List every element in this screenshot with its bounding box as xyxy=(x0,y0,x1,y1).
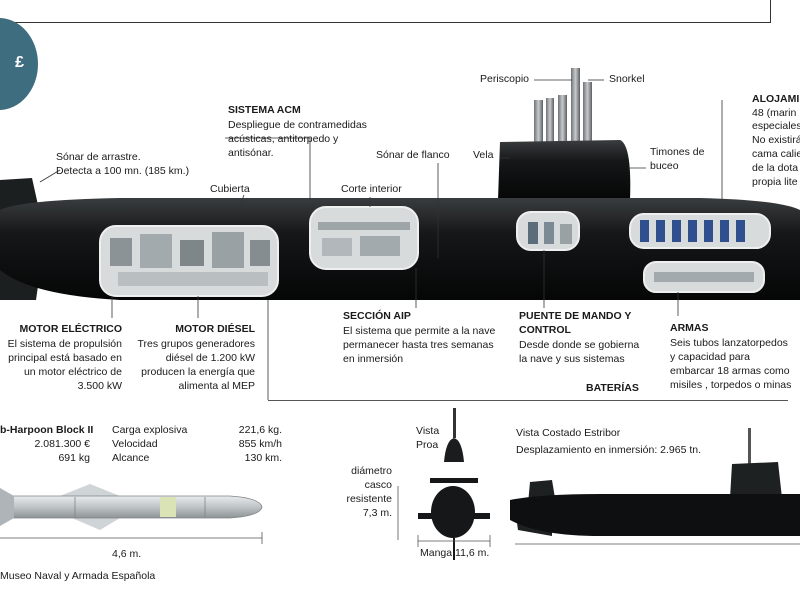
snorkel-label: Snorkel xyxy=(609,73,645,85)
puente-line-2: la nave y sus sistemas xyxy=(519,353,625,365)
missile-dimension xyxy=(0,532,263,544)
section-divider xyxy=(268,400,788,401)
motor-electrico-line-1: El sistema de propulsión xyxy=(7,338,122,350)
armas-title: ARMAS xyxy=(670,322,709,334)
compartment-engines xyxy=(99,225,279,297)
desplazamiento-label: Desplazamiento en inmersión: 2.965 tn. xyxy=(516,444,702,456)
motor-electrico-line-2: principal está basado en xyxy=(8,352,122,364)
armas-line-2: y capacidad para xyxy=(670,351,750,363)
sistema-acm-line-1: Despliegue de contramedidas xyxy=(228,119,367,131)
alojamiento-line-4: cama calie xyxy=(752,148,800,160)
puente-title-line-2: CONTROL xyxy=(519,324,571,336)
vista-proa-line-1: Vista xyxy=(416,425,440,437)
missile-length: 4,6 m. xyxy=(112,548,142,560)
leader-lines xyxy=(39,79,723,400)
spec-value-velocidad: 855 km/h xyxy=(238,438,282,450)
armas-line-1: Seis tubos lanzatorpedos xyxy=(670,337,788,349)
motor-diesel-line-3: producen la energía que xyxy=(141,366,255,378)
alojamiento-title: ALOJAMI xyxy=(752,93,800,105)
alojamiento-line-1: 48 (marin xyxy=(752,107,797,119)
spec-label-alcance: Alcance xyxy=(112,452,150,464)
armas-line-3: embarcar 18 armas como xyxy=(670,365,790,377)
spec-value-carga: 221,6 kg. xyxy=(238,424,282,436)
missile-name: b-Harpoon Block II xyxy=(0,424,94,436)
seccion-aip-line-2: permanecer hasta tres semanas xyxy=(343,339,494,351)
diametro-line-2: casco xyxy=(364,479,392,491)
sonar-arrastre-line-1: Sónar de arrastre. xyxy=(56,151,141,163)
bow-view xyxy=(418,408,490,560)
diametro-line-4: 7,3 m. xyxy=(362,507,392,519)
sail xyxy=(498,140,631,200)
tail-fin-top xyxy=(0,178,38,210)
seccion-aip-line-1: El sistema que permite a la nave xyxy=(343,325,496,337)
motor-diesel-line-1: Tres grupos generadores xyxy=(137,338,255,350)
timones-line-2: buceo xyxy=(650,160,679,172)
masts xyxy=(534,68,592,142)
cubierta-label: Cubierta xyxy=(210,183,250,195)
periscope-label: Periscopio xyxy=(480,73,530,85)
sistema-acm-line-3: antisónar. xyxy=(228,147,274,159)
motor-diesel-line-2: diésel de 1.200 kW xyxy=(165,352,255,364)
puente-line-1: Desde donde se gobierna xyxy=(519,339,640,351)
sistema-acm-title: SISTEMA ACM xyxy=(228,104,301,116)
spec-label-carga: Carga explosiva xyxy=(112,424,188,436)
motor-diesel-line-4: alimenta al MEP xyxy=(178,380,255,392)
diametro-line-3: resistente xyxy=(346,493,392,505)
seccion-aip-title: SECCIÓN AIP xyxy=(343,310,411,322)
motor-electrico-line-4: 3.500 kW xyxy=(77,380,122,392)
timones-line-1: Timones de xyxy=(650,146,705,158)
puente-title-line-1: PUENTE DE MANDO Y xyxy=(519,310,632,322)
side-view xyxy=(510,428,800,536)
alojamiento-line-2: especiales xyxy=(752,120,800,132)
motor-electrico-title: MOTOR ELÉCTRICO xyxy=(19,323,122,335)
alojamiento-line-5: de la dota xyxy=(752,162,799,174)
credit-text: Museo Naval y Armada Española xyxy=(0,570,156,582)
sonar-flanco-label: Sónar de flanco xyxy=(376,149,450,161)
alojamiento-line-6: propia lite xyxy=(752,176,798,188)
manga-label: Manga 11,6 m. xyxy=(420,547,490,559)
compartment-interior xyxy=(309,206,419,270)
vista-proa-line-2: Proa xyxy=(416,439,439,451)
badge-glyph: £ xyxy=(15,54,24,71)
compartment-bridge xyxy=(516,211,580,251)
motor-electrico-line-3: un motor eléctrico de xyxy=(23,366,122,378)
diametro-line-1: diámetro xyxy=(351,465,392,477)
costado-title: Vista Costado Estribor xyxy=(516,427,621,439)
motor-diesel-title: MOTOR DIÉSEL xyxy=(175,323,255,335)
corte-interior-label: Corte interior xyxy=(341,183,402,195)
seccion-aip-line-3: en inmersión xyxy=(343,353,404,365)
sonar-arrastre-line-2: Detecta a 100 mn. (185 km.) xyxy=(56,165,190,177)
baterias-label: BATERÍAS xyxy=(586,382,639,394)
alojamiento-line-3: No existirá xyxy=(752,134,800,146)
spec-label-velocidad: Velocidad xyxy=(112,438,158,450)
missile-price: 2.081.300 € xyxy=(34,438,90,450)
missile-weight: 691 kg xyxy=(58,452,90,464)
armas-line-4: misiles , torpedos o minas xyxy=(670,379,792,391)
top-frame xyxy=(0,0,771,23)
harpoon-missile xyxy=(0,484,263,530)
compartment-quarters xyxy=(629,213,771,293)
spec-value-alcance: 130 km. xyxy=(244,452,282,464)
vela-label: Vela xyxy=(473,149,494,161)
bow-dimensions xyxy=(397,486,491,547)
sistema-acm-line-2: acústicas, antitorpedo y xyxy=(228,133,339,145)
